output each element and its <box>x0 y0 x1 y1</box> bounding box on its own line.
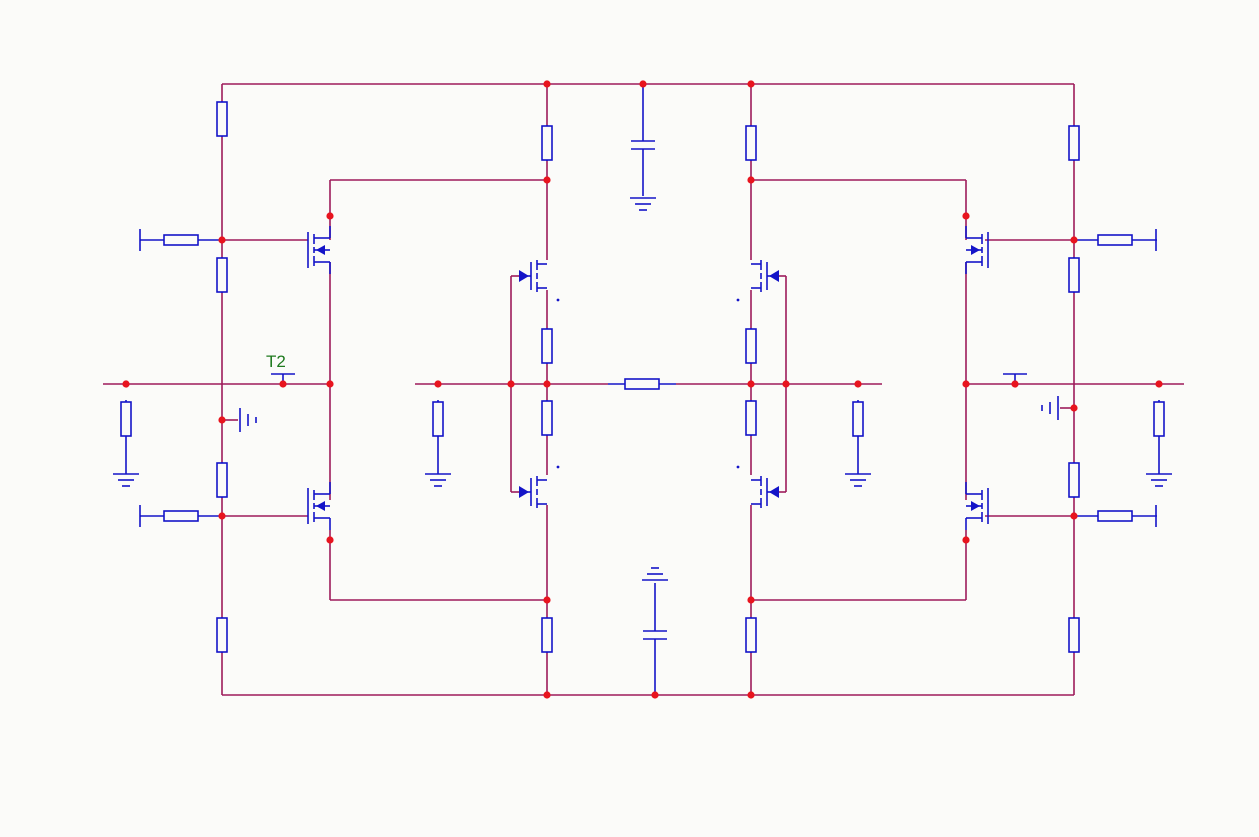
junction-dot <box>747 80 755 88</box>
junction-dot <box>543 380 551 388</box>
ground-symbol <box>425 473 451 487</box>
dot-marker <box>736 298 740 302</box>
junction-dot <box>218 512 226 520</box>
dot-marker <box>556 465 560 469</box>
transistor <box>751 476 779 508</box>
junction-dot <box>326 536 334 544</box>
components-layer <box>113 84 1172 695</box>
terminal <box>139 505 141 527</box>
resistor <box>608 378 676 390</box>
junction-dot <box>279 380 287 388</box>
junction-dot <box>962 536 970 544</box>
resistor <box>745 125 757 161</box>
resistor <box>1068 257 1080 293</box>
resistor <box>120 400 132 438</box>
junction-dot <box>747 380 755 388</box>
battery-symbol <box>1041 396 1059 420</box>
junction-dot <box>962 212 970 220</box>
resistor <box>1068 462 1080 498</box>
resistor <box>1068 617 1080 653</box>
resistor <box>541 328 553 364</box>
transistor <box>751 260 779 292</box>
resistor <box>140 234 222 246</box>
junction-dot <box>854 380 862 388</box>
junction-dot <box>782 380 790 388</box>
junction-dot <box>1070 404 1078 412</box>
junctions-layer <box>122 80 1163 699</box>
junction-dot <box>507 380 515 388</box>
resistor <box>432 400 444 438</box>
junction-dot <box>1070 236 1078 244</box>
mosfet <box>965 482 989 530</box>
resistor <box>1153 400 1165 438</box>
resistor <box>745 400 757 436</box>
resistor <box>1074 234 1156 246</box>
terminal <box>1155 229 1157 251</box>
ground-symbol <box>642 567 668 581</box>
junction-dot <box>651 691 659 699</box>
junction-dot <box>218 236 226 244</box>
ground-symbol <box>1146 473 1172 487</box>
junction-dot <box>543 691 551 699</box>
mosfet <box>307 226 331 274</box>
resistor <box>745 617 757 653</box>
junction-dot <box>1070 512 1078 520</box>
junction-dot <box>639 80 647 88</box>
capacitor <box>631 84 655 196</box>
battery-symbol <box>239 408 257 432</box>
resistor <box>140 510 222 522</box>
terminal <box>1155 505 1157 527</box>
junction-dot <box>543 596 551 604</box>
junction-dot <box>543 176 551 184</box>
test-point-label: T2 <box>266 352 286 371</box>
resistor <box>216 101 228 137</box>
junction-dot <box>122 380 130 388</box>
capacitor <box>643 583 667 695</box>
resistor <box>852 400 864 438</box>
ground-symbol <box>630 197 656 211</box>
junction-dot <box>326 212 334 220</box>
junction-dot <box>747 691 755 699</box>
ground-symbol <box>113 473 139 487</box>
ground-symbol <box>845 473 871 487</box>
mosfet <box>307 482 331 530</box>
resistor <box>1068 125 1080 161</box>
transistor <box>519 476 547 508</box>
resistor <box>541 617 553 653</box>
junction-dot <box>1155 380 1163 388</box>
junction-dot <box>747 176 755 184</box>
dot-marker <box>736 465 740 469</box>
junction-dot <box>1011 380 1019 388</box>
resistor <box>745 328 757 364</box>
junction-dot <box>543 80 551 88</box>
junction-dot <box>962 380 970 388</box>
dot-marker <box>556 298 560 302</box>
resistor <box>541 400 553 436</box>
terminal <box>139 229 141 251</box>
junction-dot <box>434 380 442 388</box>
transistor <box>519 260 547 292</box>
resistor <box>216 257 228 293</box>
junction-dot <box>326 380 334 388</box>
resistor <box>1074 510 1156 522</box>
junction-dot <box>218 416 226 424</box>
junction-dot <box>747 596 755 604</box>
resistor <box>541 125 553 161</box>
mosfet <box>965 226 989 274</box>
resistor <box>216 462 228 498</box>
resistor <box>216 617 228 653</box>
